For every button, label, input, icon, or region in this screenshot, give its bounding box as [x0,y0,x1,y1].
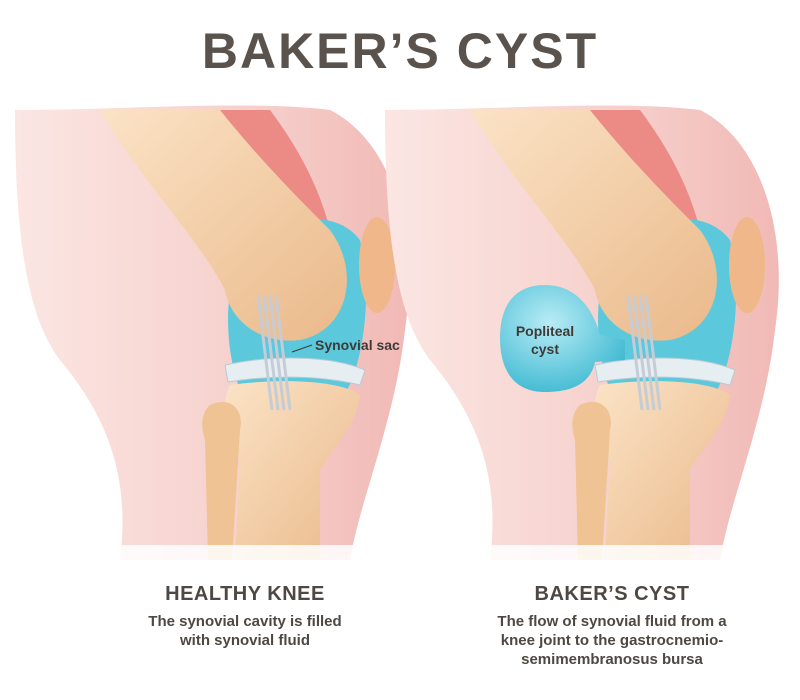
bakers-cyst-heading: BAKER’S CYST [534,583,690,605]
description-line: with synovial fluid [179,632,310,649]
popliteal-cyst-label: Popliteal cyst [505,322,585,358]
synovial-sac-label: Synovial sac [315,337,400,353]
popliteal-cyst-label-line: cyst [530,341,560,357]
healthy-knee-illustration [13,104,411,562]
bakers-cyst-caption: BAKER’S CYST The flow of synovial fluid … [447,583,777,669]
description-line: The synovial cavity is filled [148,613,342,630]
description-line: knee joint to the gastrocnemio- [500,632,724,649]
synovial-sac-pointer [291,344,313,353]
healthy-knee-heading: HEALTHY KNEE [165,583,325,605]
popliteal-cyst [500,285,625,392]
description-line: semimembranosus bursa [521,651,703,668]
healthy-knee-caption: HEALTHY KNEE The synovial cavity is fill… [80,583,410,650]
description-line: The flow of synovial fluid from a [497,613,727,630]
page-title: BAKER’S CYST [201,23,599,79]
bakers-cyst-description: The flow of synovial fluid from a knee j… [447,612,777,669]
popliteal-cyst-label-line: Popliteal [515,323,575,339]
healthy-knee-description: The synovial cavity is filled with synov… [80,612,410,650]
